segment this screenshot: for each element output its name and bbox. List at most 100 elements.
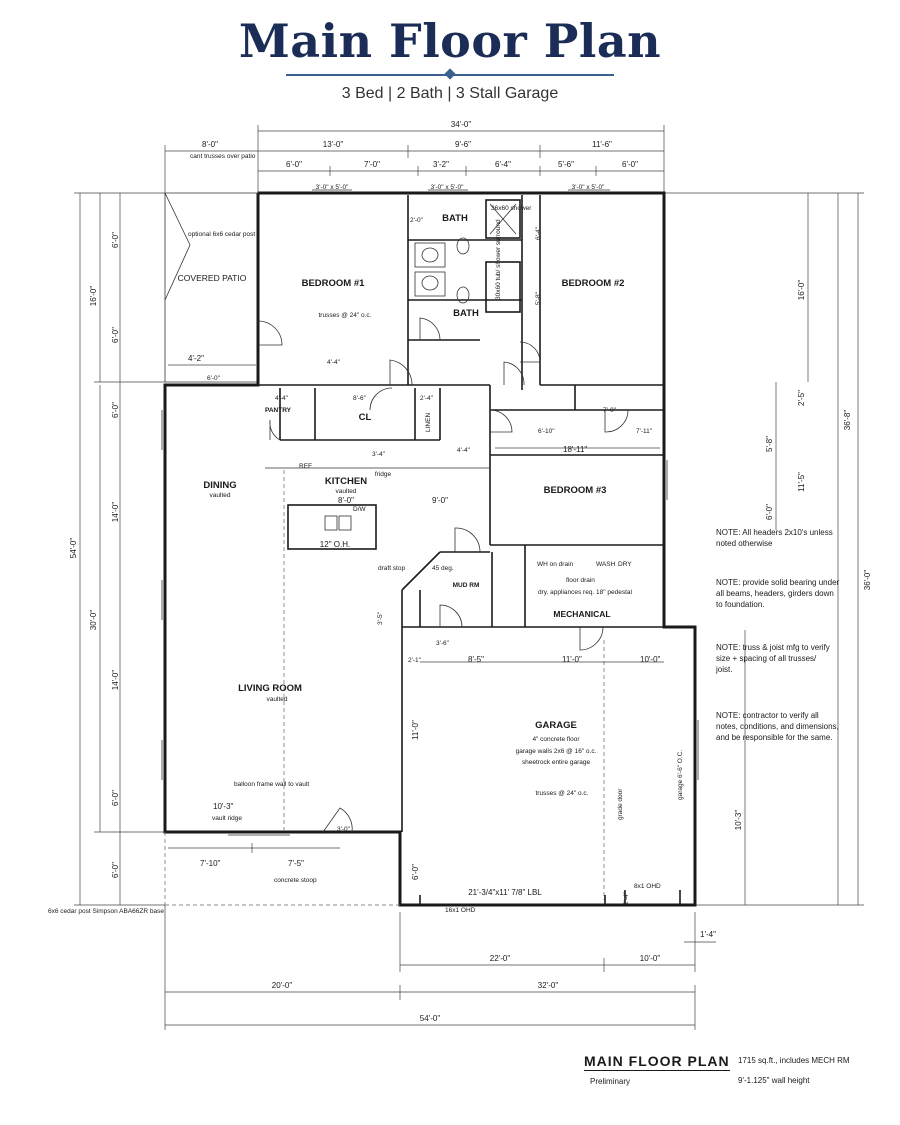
top-dimensions: 34'-0" 8'-0" 13'-0" 9'-6" 11'-6" 6'-0" 7… [164,120,665,195]
cedar-post-note: 6x6 cedar post Simpson ABA66ZR base [48,908,164,915]
room-kitchen: KITCHEN [325,476,367,487]
dim-left-overall: 54'-0" [69,538,78,559]
idim-g: 9'-0" [432,496,448,505]
grade-door-label: grade door [617,788,624,820]
idim-k: 2'-0" [410,217,424,224]
room-mechanical: MECHANICAL [553,609,610,619]
interior-walls [258,195,664,900]
dim-seg3: 11'-6" [592,140,612,149]
idim-w: 2'-4" [623,891,630,905]
room-bath-upper: BATH [442,213,468,224]
appliances-note: dry. appliances req. 18" pedestal [538,589,633,596]
idim-r: 10'-0" [640,655,661,664]
patio-cant-note: cant trusses over patio [190,153,256,160]
idim-p: 8'-5" [468,655,484,664]
fridge-label: fridge [375,471,392,478]
garage-window-label: garage 6'-6" O.C. [677,750,684,800]
dining-sub: vaulted [210,492,231,499]
dim-sub3: 3'-2" [433,160,449,169]
living-sub: vaulted [267,696,288,703]
page-subtitle: 3 Bed | 2 Bath | 3 Stall Garage [341,85,559,102]
sheet-status: Preliminary [590,1077,631,1086]
dim-right-r1: 16'-0" [797,280,806,301]
idim-d: 2'-4" [420,395,434,402]
room-labels: BEDROOM #1 trusses @ 24" o.c. BEDROOM #2… [48,205,684,915]
dim-left-l2: 14'-0" [111,502,120,523]
garage-door-marks [419,890,681,905]
ohd-8-label: 8x1 OHD [634,883,661,890]
room-closet: CL [359,412,372,423]
room-bedroom-1: BEDROOM #1 [302,278,366,289]
right-dimensions: 36'-8" 36'-0" 16'-0" 2'-5" 11'-5" 5'-8" … [664,192,872,906]
idim-v: 3'-5" [377,611,384,625]
bed1-truss-note: trusses @ 24" o.c. [319,312,372,319]
dim-bottom-overall: 54'-0" [420,1014,441,1023]
dim-sub1: 6'-0" [286,160,302,169]
dim-seg2: 9'-6" [455,140,471,149]
vault-ridge-dim: 10'-3" [213,802,234,811]
dim-left-upper: 16'-0" [89,286,98,307]
concrete-stoop [164,832,400,906]
idim-t: 6'-0" [411,864,420,880]
window-tag-3: 3'-0" x 5'-0" [572,184,605,191]
washer-label: WASH [596,561,616,568]
dim-right-r5: 6'-0" [765,504,774,520]
dim-bottom-offset: 1'-4" [700,930,716,939]
ohd-16-label: 16x1 OHD [445,907,476,914]
angle-label: 45 deg. [432,565,454,572]
room-bedroom-3: BEDROOM #3 [544,485,607,496]
kitchen-dim: 8'-0" [338,496,354,505]
dim-left-l4: 6'-0" [111,790,120,806]
room-dining: DINING [203,480,236,491]
patio-dim1: 4'-2" [188,354,204,363]
idim-j: 18'-11" [563,445,587,454]
dim-left-lower: 30'-0" [89,610,98,631]
door-swings [257,317,629,833]
bottom-dimensions: 22'-0" 10'-0" 1'-4" 20'-0" 32'-0" 54'-0" [164,905,716,1030]
dim-sub6: 6'-0" [622,160,638,169]
dim-left-u2: 6'-0" [111,327,120,343]
dim-right-r4: 5'-8" [765,436,774,452]
shower-label: 36x60 shower [491,205,532,212]
dim-right-r6: 10'-3" [734,810,743,831]
idim-l: 6'-4" [535,226,542,240]
kitchen-sink-icon [324,515,352,531]
sheet-wall-height: 9'-1.125" wall height [738,1076,810,1085]
idim-n: 3'-6" [436,640,450,647]
room-living: LIVING ROOM [238,683,302,694]
room-mudroom: MUD RM [453,582,480,589]
idim-i: 7'-11" [636,428,653,435]
dim-left-l3: 14'-0" [111,670,120,691]
island-overhang: 12" O.H. [320,540,350,549]
idim-s: 11'-0" [411,720,420,740]
dim-patio: 8'-0" [202,140,218,149]
room-pantry: PANTRY [265,407,292,414]
sheet-area: 1715 sq.ft., includes MECH RM [738,1056,850,1065]
draft-stop-label: draft stop [378,565,405,572]
garage-note-1: 4" concrete floor [532,736,580,743]
idim-q: 11'-0" [562,655,582,664]
idim-c: 8'-6" [353,395,367,402]
idim-u: 3'-0" [337,826,351,833]
dim-bottom-left: 20'-0" [272,981,293,990]
dim-sub4: 6'-4" [495,160,511,169]
kitchen-sub: vaulted [336,488,357,495]
dim-sub5: 5'-6" [558,160,574,169]
dim-right-r2: 2'-5" [797,390,806,406]
room-linen: LINEN [425,413,432,432]
dryer-label: DRY [618,561,632,568]
dim-sub2: 7'-0" [364,160,380,169]
dim-bottom-right: 32'-0" [538,981,559,990]
room-bath-lower: BATH [453,308,479,319]
stoop-dim-1: 7'-10" [200,859,221,868]
tub-label: 30x60 tub/ shower surround [495,219,502,300]
covered-patio: cant trusses over patio optional 6x6 ced… [164,153,258,383]
vault-ridge-label: vault ridge [212,815,242,822]
garage-note-2: garage walls 2x6 @ 16" o.c. [516,748,597,755]
patio-label: COVERED PATIO [178,273,247,283]
ref-label: REF [299,463,312,470]
patio-post-note: optional 6x6 cedar post [188,231,255,238]
room-garage: GARAGE [535,720,577,731]
